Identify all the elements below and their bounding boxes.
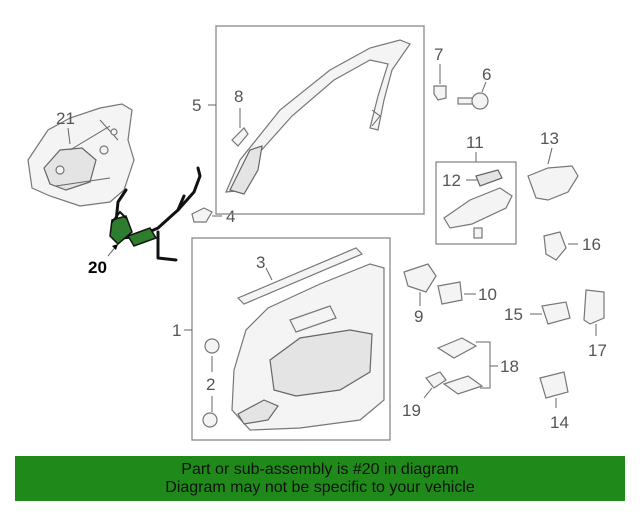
arrow-20-icon	[112, 244, 118, 250]
callout-14: 14	[550, 413, 569, 432]
part-4-clip	[191, 207, 213, 223]
part-7-clip	[433, 85, 447, 101]
leader-13	[547, 147, 553, 165]
callout-7: 7	[434, 45, 443, 64]
leader-19	[423, 387, 433, 399]
callout-21: 21	[56, 109, 75, 128]
callout-10: 10	[478, 285, 497, 304]
callout-9: 9	[414, 307, 423, 326]
part-14-actuator	[539, 371, 569, 399]
callout-11: 11	[466, 133, 484, 152]
box-1	[191, 237, 391, 441]
part-15-switch	[541, 301, 571, 325]
part-8-clip	[231, 127, 249, 147]
leader-6	[481, 81, 487, 93]
part-2-clips	[202, 338, 220, 428]
parts-diagram: 21 20 4 5 8 7 6 11 12	[27, 25, 607, 441]
part-21-bracket	[27, 103, 135, 207]
part-6-screw	[457, 92, 489, 110]
callout-3: 3	[256, 253, 265, 272]
banner-line-2: Diagram may not be specific to your vehi…	[165, 479, 475, 496]
part-3-garnish-strip	[236, 247, 364, 305]
callout-8: 8	[234, 87, 243, 106]
part-18-switch-assy	[436, 337, 484, 395]
leader-3	[265, 267, 273, 281]
part-19-cover	[425, 371, 447, 389]
part-9-handle	[403, 263, 437, 293]
banner-line-1: Part or sub-assembly is #20 in diagram	[181, 461, 459, 478]
info-banner: Part or sub-assembly is #20 in diagram D…	[15, 456, 625, 501]
part-10-bezel	[437, 281, 463, 305]
part-16-switch	[543, 231, 567, 261]
callout-6: 6	[482, 65, 491, 84]
callout-16: 16	[582, 235, 601, 254]
callout-19: 19	[402, 401, 421, 420]
callout-18: 18	[500, 357, 519, 376]
part-5-window-sash	[225, 39, 411, 195]
part-13-cover	[527, 165, 579, 201]
leader-18	[476, 341, 498, 389]
callout-13: 13	[540, 129, 559, 148]
callout-4: 4	[226, 207, 235, 226]
callout-17: 17	[588, 341, 607, 360]
leader-21	[67, 127, 71, 145]
part-1-door-trim-panel	[231, 263, 385, 431]
callout-12: 12	[442, 171, 461, 190]
part-20-wire-harness	[109, 166, 202, 262]
callout-15: 15	[504, 305, 523, 324]
callout-5: 5	[192, 96, 201, 115]
callout-1: 1	[172, 321, 181, 340]
callout-2: 2	[206, 375, 215, 394]
box-5	[215, 25, 425, 215]
part-11-armrest	[443, 169, 513, 239]
part-17-bracket	[583, 289, 605, 325]
callout-20: 20	[88, 258, 107, 277]
